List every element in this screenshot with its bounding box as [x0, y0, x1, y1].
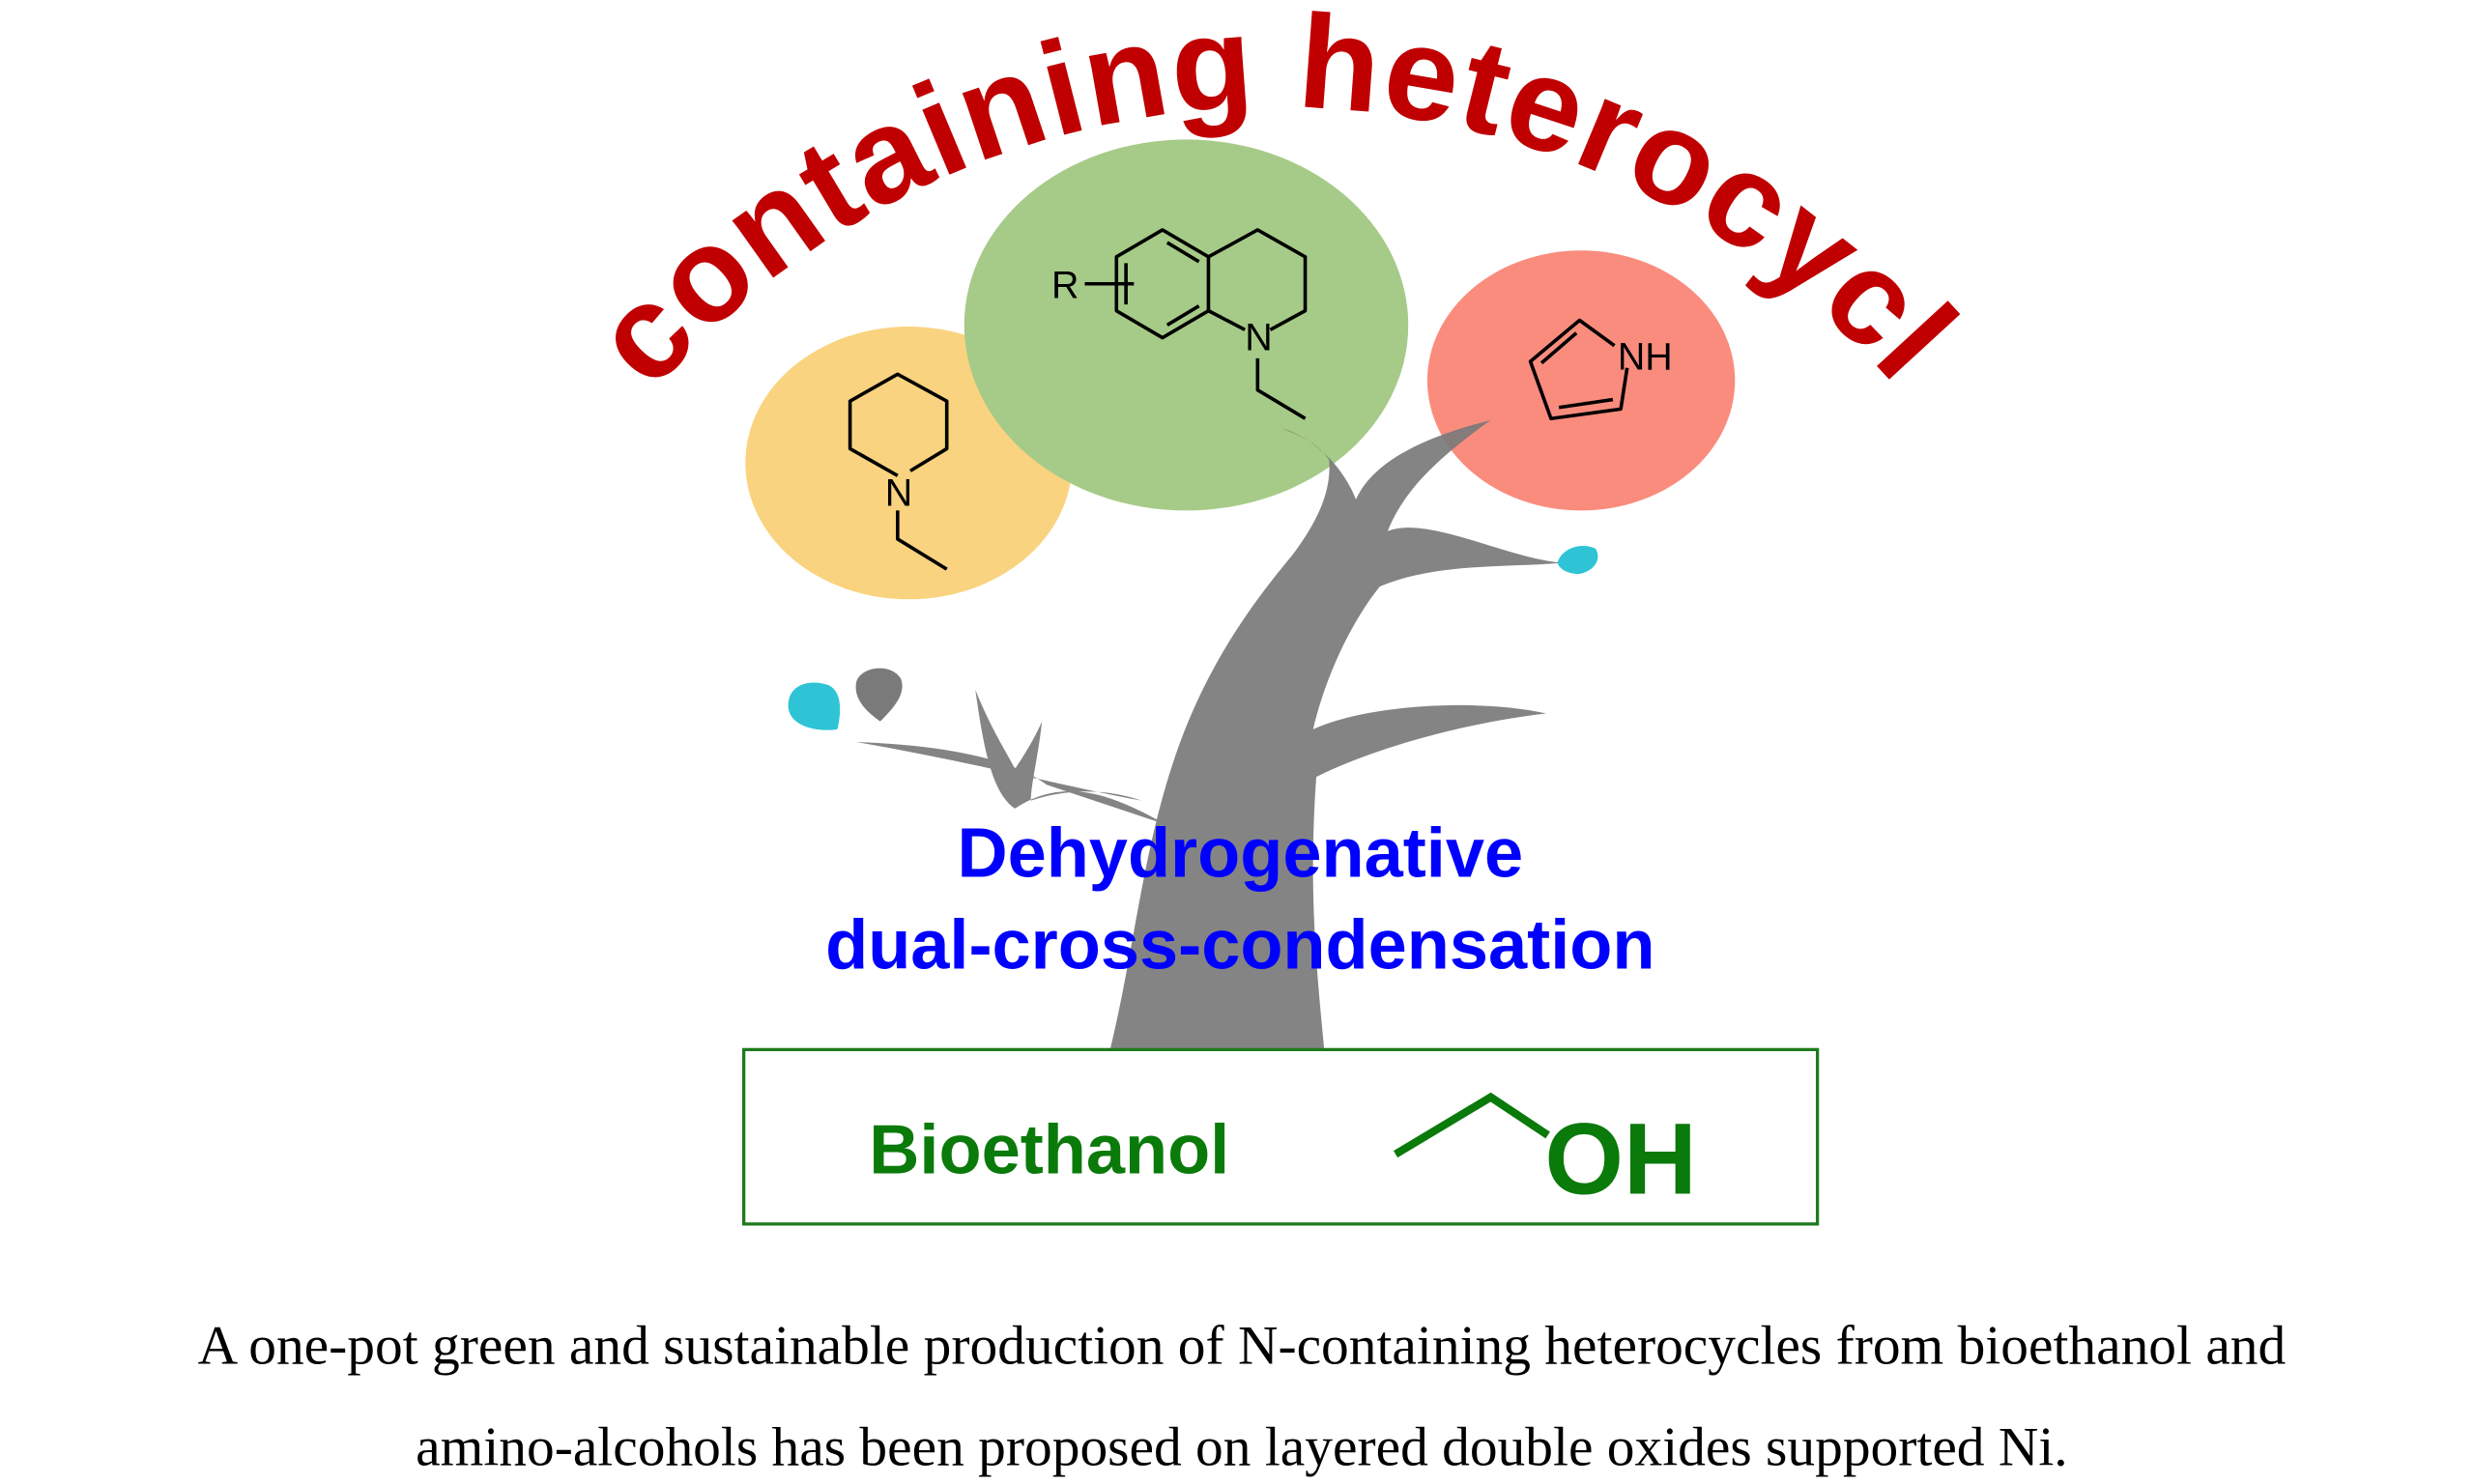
process-line-1: Dehydrogenative: [957, 814, 1523, 892]
caption-line-2: amino-alcohols has been proposed on laye…: [416, 1416, 2067, 1477]
oh-label: OH: [1544, 1103, 1697, 1216]
red-bubble: [1426, 250, 1736, 511]
svg-text:N: N: [1245, 317, 1272, 359]
tetrahydroquinoline-structure: N R: [1051, 228, 1308, 420]
process-line-2: dual-cross-condensation: [825, 907, 1654, 985]
ethanol-skeleton: [1393, 1092, 1550, 1158]
pyrrole-structure: NH: [1528, 318, 1673, 421]
svg-text:N: N: [885, 471, 912, 514]
droplet-icon: [1557, 545, 1598, 575]
piperidine-structure: N: [848, 372, 949, 571]
svg-text:R: R: [1051, 265, 1079, 307]
svg-text:NH: NH: [1618, 335, 1673, 378]
caption-line-1: A one-pot green and sustainable producti…: [198, 1315, 2287, 1376]
tree-icon: [856, 419, 1563, 1050]
bioethanol-label: Bioethanol: [869, 1111, 1229, 1188]
droplet-icon: [788, 682, 841, 730]
feedstock-box: [742, 1047, 1820, 1226]
droplet-icon: [855, 668, 903, 722]
